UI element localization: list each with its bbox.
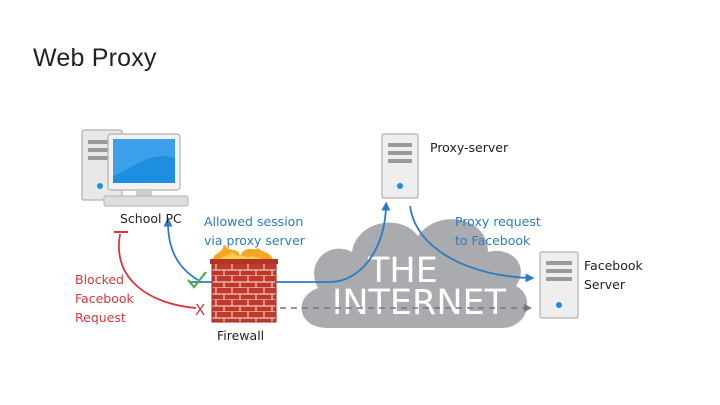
blocked-label-line2: Facebook	[75, 291, 134, 306]
checkmark-icon	[187, 271, 207, 289]
firewall-icon	[210, 244, 278, 323]
blocked-x-mark: X	[195, 301, 205, 319]
proxy-request-arrow	[409, 205, 535, 283]
allowed-session-label-line1: Allowed session	[204, 214, 303, 229]
internet-label-line2: INTERNET	[332, 283, 507, 323]
cloud-icon	[301, 219, 528, 328]
slide-title: Web Proxy	[33, 44, 157, 72]
desktop-computer-icon	[81, 129, 189, 207]
firewall-label: Firewall	[217, 328, 264, 343]
blocked-label-line3: Request	[75, 310, 126, 325]
proxy-server-label: Proxy-server	[430, 140, 509, 155]
blocked-label-line1: Blocked	[75, 272, 124, 287]
proxy-request-label-line2: to Facebook	[455, 233, 531, 248]
internet-label-line1: THE	[367, 251, 438, 291]
allowed-session-label-line2: via proxy server	[204, 233, 306, 248]
allowed-to-pc-arrow	[163, 217, 199, 281]
allowed-to-proxy-arrow	[329, 201, 391, 283]
facebook-server-label-line2: Server	[584, 277, 626, 292]
server-icon	[381, 133, 419, 199]
facebook-server-label-line1: Facebook	[584, 258, 643, 273]
blocked-request-path	[118, 233, 197, 309]
proxy-request-label-line1: Proxy request	[455, 214, 541, 229]
school-pc-label: School PC	[120, 211, 182, 226]
server-icon	[539, 251, 579, 319]
